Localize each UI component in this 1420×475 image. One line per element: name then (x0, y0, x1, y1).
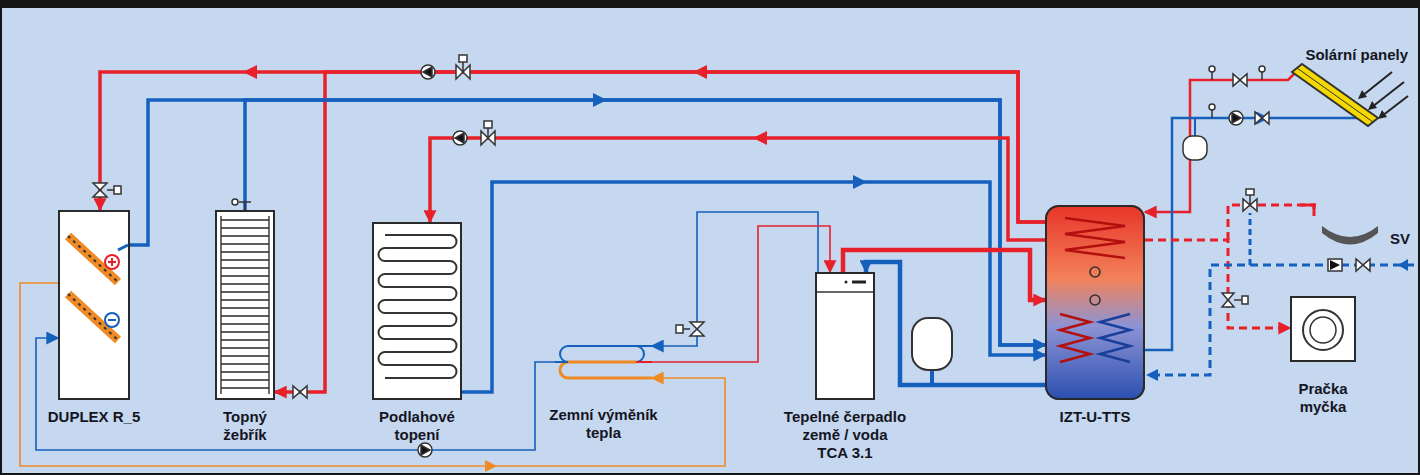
label-group: IZT-U-TTS (1030, 408, 1160, 426)
label-group: Solární panely (1305, 46, 1408, 64)
water-inlet-label: SV (1390, 230, 1410, 248)
node-label: TCA 3.1 (770, 444, 920, 462)
pipe-connector (1145, 118, 1268, 350)
label-group: Podlahové topení (367, 408, 467, 444)
duplex-box: DUPLEX R_5 (58, 210, 130, 400)
floor-heating-box: Podlahové topení (372, 222, 462, 400)
flow-arrows (243, 65, 867, 472)
node-label: Pračka myčka (1287, 380, 1359, 416)
expansion-vessel (912, 318, 952, 385)
label-group: Zemní výměník tepla (541, 406, 666, 442)
node-label: Zemní výměník tepla (541, 406, 666, 442)
ground-exchanger: Zemní výměník tepla (555, 338, 652, 386)
ground-loop-coil (555, 346, 652, 378)
heat-pump-box: Tepelné čerpadlo země / vodaTCA 3.1 (815, 272, 875, 400)
pipe-connector (245, 100, 1045, 345)
washing-machine (1290, 296, 1356, 362)
solar-panel-node: Solární panely (1268, 46, 1414, 130)
tank-box: IZT-U-TTS (1045, 205, 1145, 400)
radiator-box: Topný žebřík (215, 210, 275, 400)
label-group: Tepelné čerpadlo země / vodaTCA 3.1 (770, 408, 920, 462)
node-label: Tepelné čerpadlo země / voda (770, 408, 920, 444)
pipe-connector (100, 72, 1045, 222)
pipe-connector (430, 138, 1045, 240)
label-group: DUPLEX R_5 (29, 408, 159, 426)
solar-panel (1268, 64, 1408, 126)
pipe-connector (1145, 80, 1268, 212)
domestic-water-lines (1146, 189, 1414, 381)
duplex-unit (58, 210, 130, 400)
pipe-connector (462, 182, 1045, 392)
floor-heating-coil (372, 222, 462, 400)
solar-fittings (1183, 66, 1269, 160)
pumps-and-valves (93, 55, 704, 457)
pipe-connector (652, 212, 818, 346)
pipe-connector (652, 226, 830, 362)
node-label: IZT-U-TTS (1030, 408, 1160, 426)
storage-tank (1045, 205, 1145, 400)
label-group: Pračka myčka (1287, 380, 1359, 416)
radiator (215, 210, 275, 400)
node-label: Solární panely (1305, 46, 1408, 64)
heat-pump-unit (815, 272, 875, 400)
node-label: Topný žebřík (210, 408, 280, 444)
pipe-connector (866, 262, 1045, 385)
pipe-connector (1145, 240, 1290, 328)
node-label: Podlahové topení (367, 408, 467, 444)
washer-box: Pračka myčka (1290, 296, 1356, 362)
label-group: Topný žebřík (210, 408, 280, 444)
node-label: DUPLEX R_5 (29, 408, 159, 426)
